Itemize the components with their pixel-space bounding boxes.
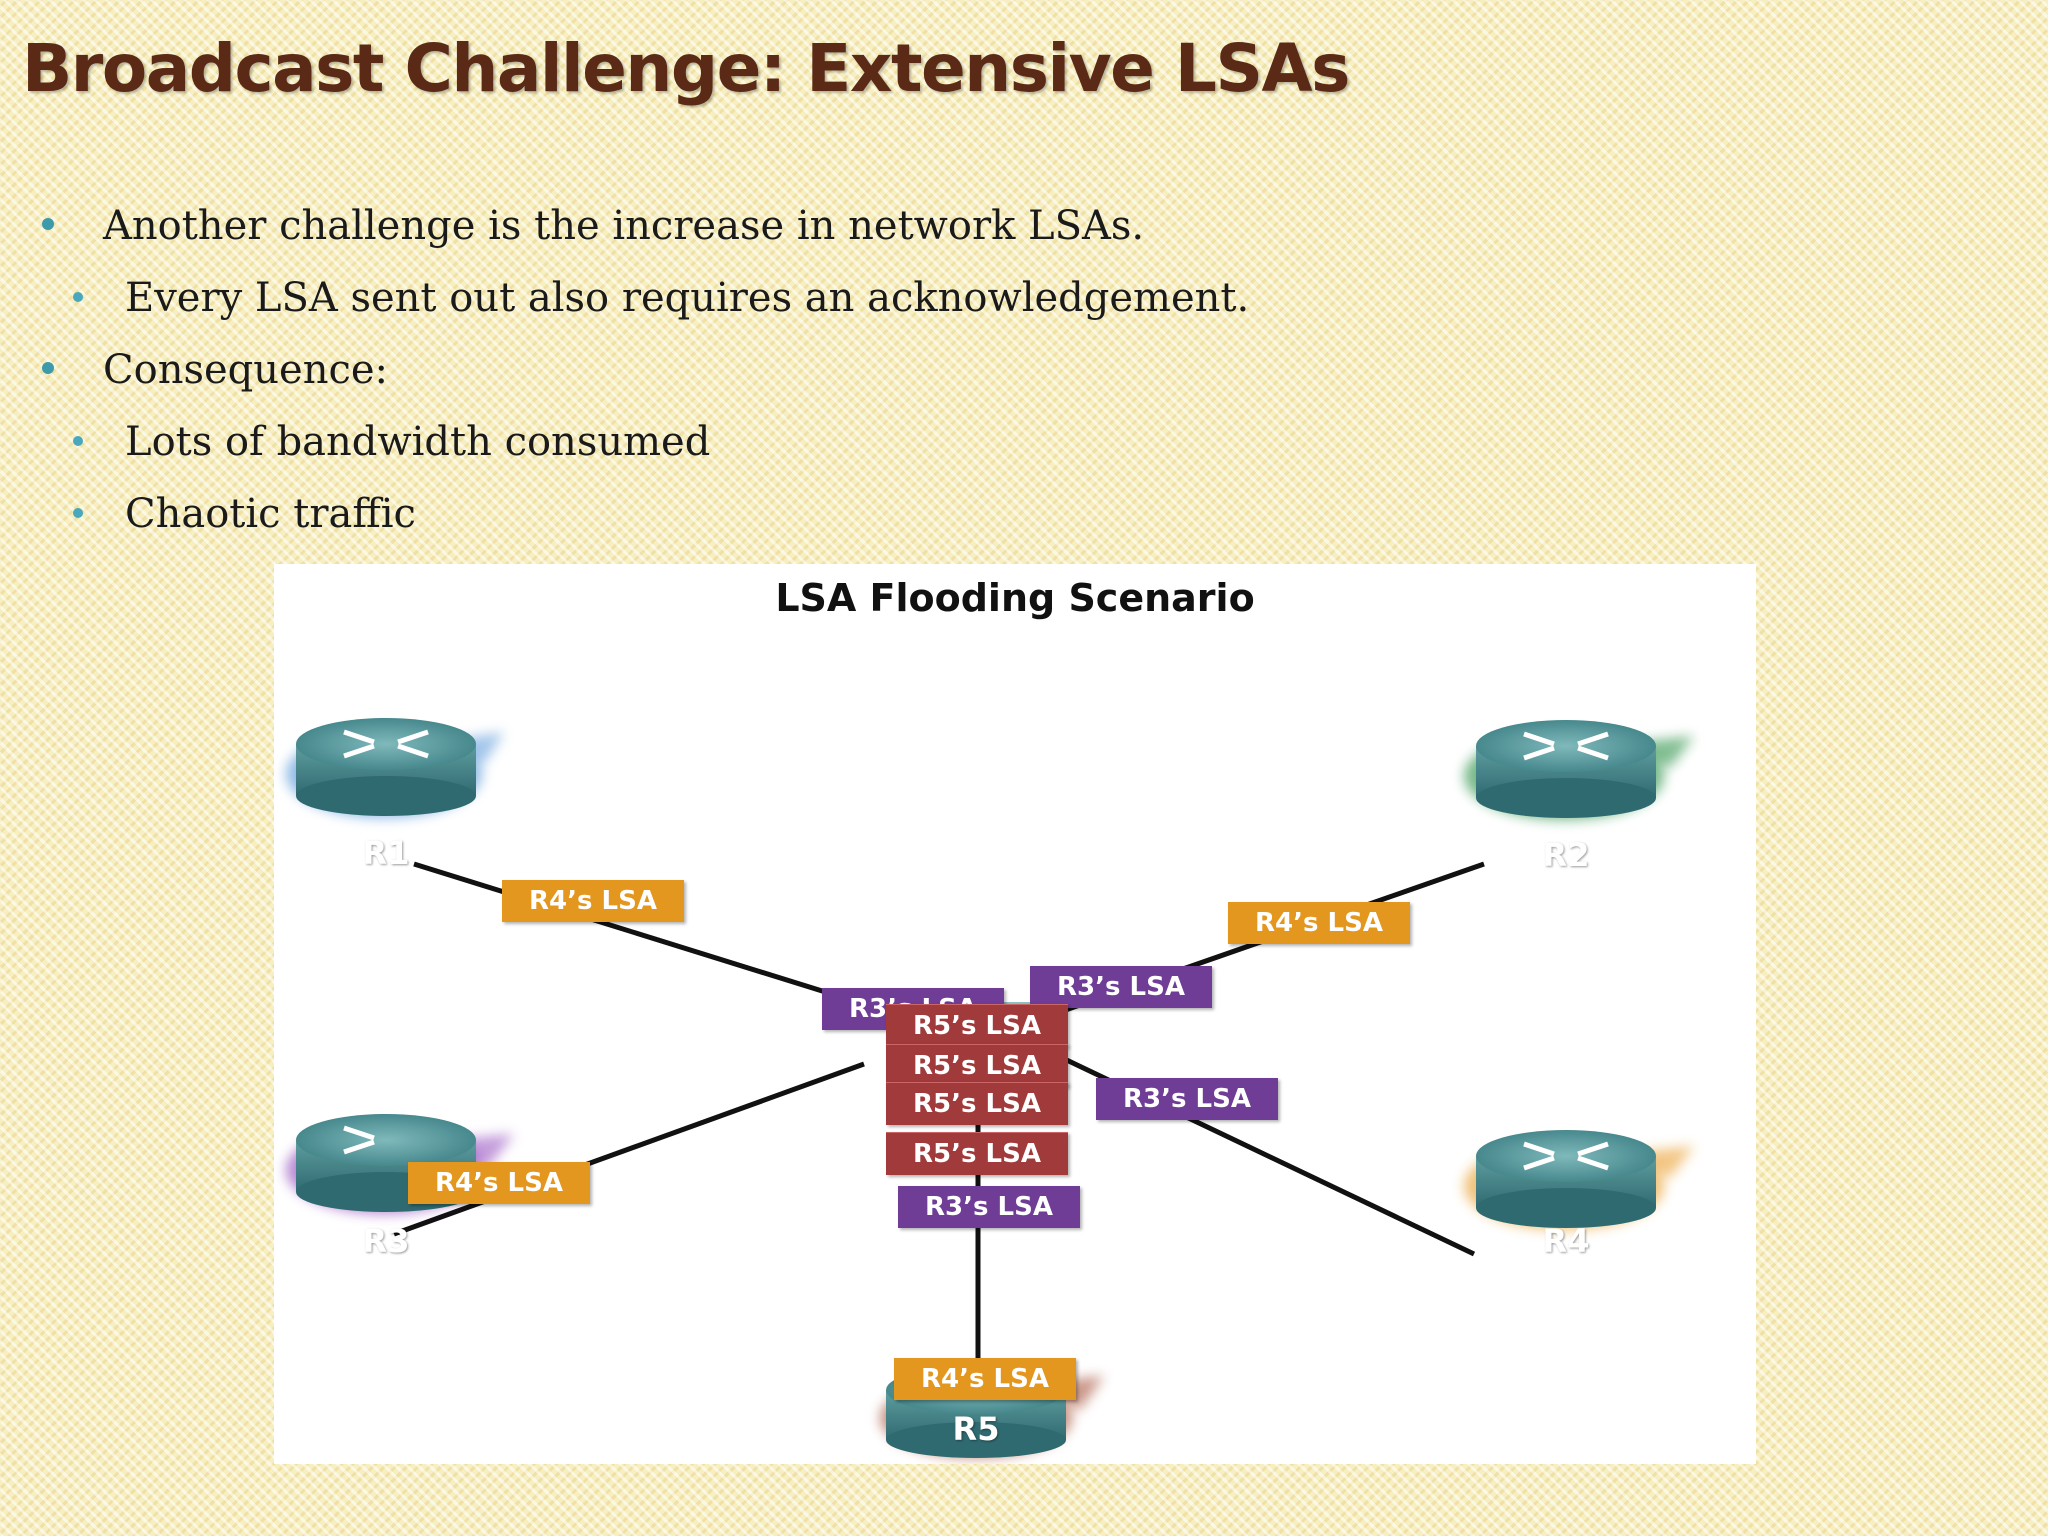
bullet-dot-icon: [42, 362, 54, 374]
bullet-text: Every LSA sent out also requires an ackn…: [125, 275, 1250, 321]
bullet-text: Chaotic traffic: [125, 491, 416, 537]
lsa-tag-r5-stack-2: R5’s LSA: [886, 1044, 1068, 1087]
bullet-dot-icon: [73, 508, 83, 518]
bullet-dot-icon: [73, 436, 83, 446]
lsa-tag-r4-r3-link: R4’s LSA: [408, 1162, 590, 1204]
router-r4-icon: [1464, 1130, 1694, 1230]
sub-bullet-item: Lots of bandwidth consumed: [73, 416, 711, 468]
router-r3-label: R3: [362, 1222, 410, 1260]
lsa-tag-r4-r5-link: R4’s LSA: [894, 1358, 1076, 1400]
diagram-title: LSA Flooding Scenario: [775, 576, 1255, 620]
lsa-tag-r5-stack-1: R5’s LSA: [886, 1004, 1068, 1047]
bullet-dot-icon: [42, 218, 54, 230]
bullet-item: Another challenge is the increase in net…: [42, 200, 1145, 252]
bullet-text: Lots of bandwidth consumed: [125, 419, 711, 465]
lsa-tag-r3-r4-link: R3’s LSA: [1096, 1078, 1278, 1120]
router-r4-label: R4: [1542, 1222, 1590, 1260]
bullet-dot-icon: [73, 292, 83, 302]
slide-title: Broadcast Challenge: Extensive LSAs: [22, 30, 1350, 107]
bullet-item: Consequence:: [42, 344, 388, 396]
router-r1-label: R1: [362, 834, 410, 872]
lsa-tag-r4-r2-link: R4’s LSA: [1228, 902, 1410, 944]
router-r5-label: R5: [952, 1410, 1000, 1448]
lsa-tag-r3-r5-link: R3’s LSA: [898, 1186, 1080, 1228]
lsa-tag-r5-stack-3: R5’s LSA: [886, 1082, 1068, 1125]
lsa-tag-r4-r1-link: R4’s LSA: [502, 880, 684, 922]
bullet-text: Another challenge is the increase in net…: [103, 203, 1145, 249]
bullet-text: Consequence:: [103, 347, 388, 393]
lsa-flooding-diagram: LSA Flooding Scenario: [274, 564, 1756, 1464]
router-r2-label: R2: [1542, 836, 1590, 874]
lsa-tag-r3-r2-link: R3’s LSA: [1030, 966, 1212, 1008]
router-r2-icon: [1464, 720, 1694, 820]
lsa-tag-r5-stack-4: R5’s LSA: [886, 1132, 1068, 1175]
sub-bullet-item: Every LSA sent out also requires an ackn…: [73, 272, 1250, 324]
router-r1-icon: [286, 718, 504, 818]
link-r1-switch: [413, 861, 865, 1007]
sub-bullet-item: Chaotic traffic: [73, 488, 416, 540]
link-r3-switch: [393, 1061, 865, 1237]
